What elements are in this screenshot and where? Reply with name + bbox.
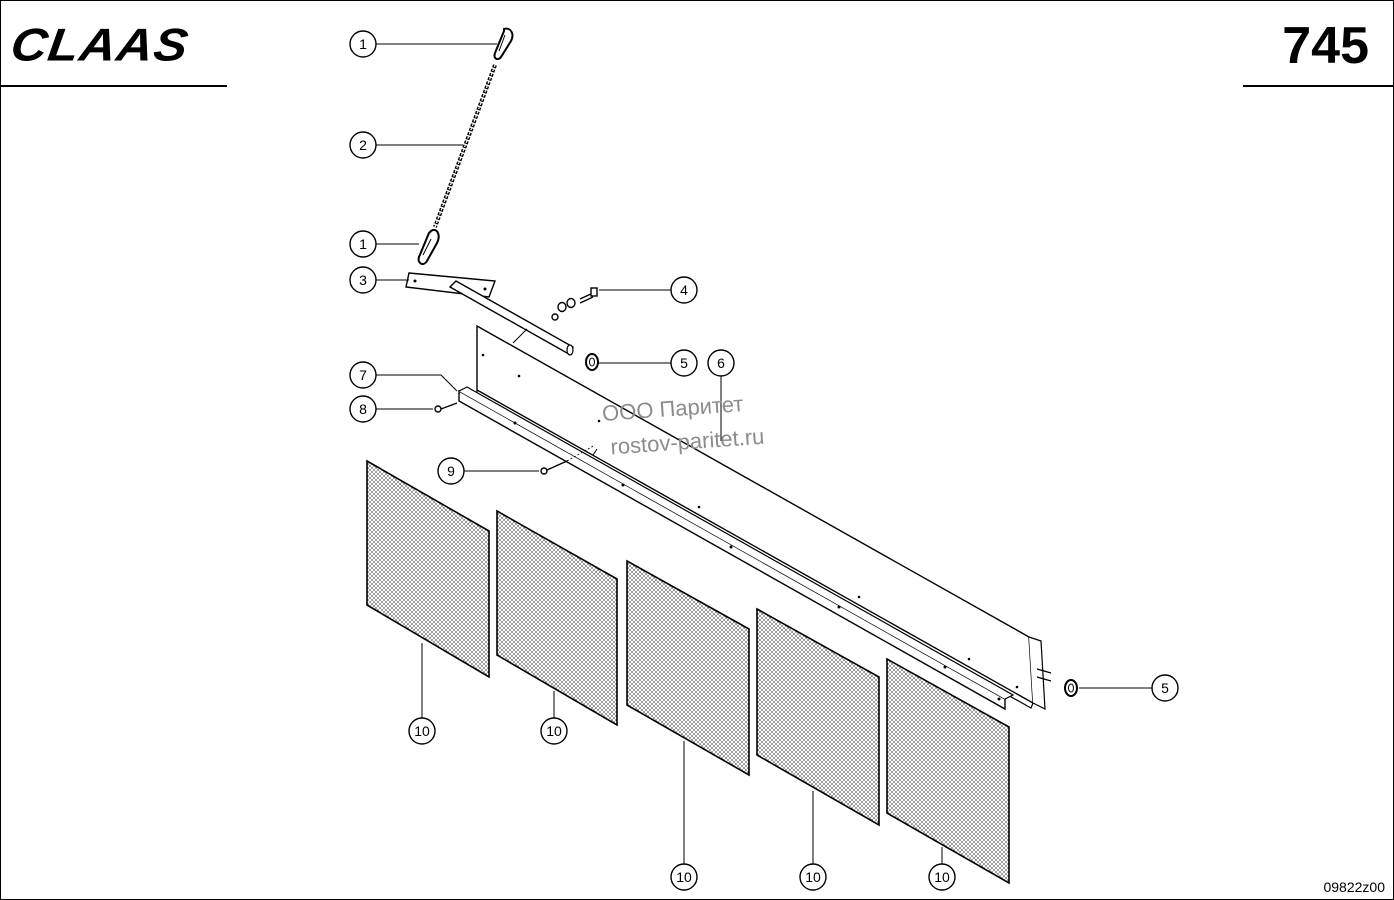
svg-text:1: 1 xyxy=(359,36,367,52)
mesh-panel-4 xyxy=(756,607,880,827)
callout-1-bottom: 1 xyxy=(349,230,377,258)
callout-10-panel-2: 10 xyxy=(540,717,568,745)
svg-text:10: 10 xyxy=(934,869,950,885)
svg-text:10: 10 xyxy=(546,723,562,739)
callout-10-panel-5: 10 xyxy=(928,863,956,891)
leader-lines xyxy=(376,43,1152,864)
svg-text:6: 6 xyxy=(717,355,725,371)
svg-text:10: 10 xyxy=(805,869,821,885)
callout-3: 3 xyxy=(349,266,377,294)
callouts: 1 2 1 3 4 5 6 7 8 9 5 10 xyxy=(349,30,1179,891)
svg-text:10: 10 xyxy=(414,723,430,739)
callout-6: 6 xyxy=(707,349,735,377)
mesh-panel-1 xyxy=(366,459,490,679)
shackle-bottom xyxy=(417,229,440,265)
svg-text:2: 2 xyxy=(359,137,367,153)
screw-8 xyxy=(434,402,458,413)
shackle-top xyxy=(493,27,514,61)
screw-9 xyxy=(540,444,596,475)
svg-text:10: 10 xyxy=(676,869,692,885)
angle-strip xyxy=(458,386,1015,711)
header-rule-right xyxy=(1243,85,1393,87)
bracket-assembly xyxy=(405,272,575,356)
callout-5-top: 5 xyxy=(670,349,698,377)
page-number: 745 xyxy=(1282,17,1369,75)
callout-7: 7 xyxy=(349,361,377,389)
svg-text:1: 1 xyxy=(359,236,367,252)
callout-10-panel-1: 10 xyxy=(408,717,436,745)
callout-8: 8 xyxy=(349,395,377,423)
chain-assembly xyxy=(417,27,514,265)
mesh-panels xyxy=(366,459,1010,885)
baffle-plate xyxy=(476,324,1052,711)
svg-text:7: 7 xyxy=(359,367,367,383)
svg-text:8: 8 xyxy=(359,401,367,417)
callout-10-panel-3: 10 xyxy=(670,863,698,891)
bracket-tube xyxy=(448,280,575,354)
callout-4: 4 xyxy=(670,276,698,304)
callout-1-top: 1 xyxy=(349,30,377,58)
svg-text:9: 9 xyxy=(447,463,455,479)
mesh-panel-5 xyxy=(886,657,1010,885)
callout-10-panel-4: 10 xyxy=(799,863,827,891)
bracket-plate xyxy=(405,272,496,298)
bolt-set xyxy=(551,287,598,321)
svg-text:5: 5 xyxy=(1161,680,1169,696)
callout-2: 2 xyxy=(349,131,377,159)
mesh-panel-3 xyxy=(626,559,750,777)
svg-text:4: 4 xyxy=(680,282,688,298)
header-rule-left xyxy=(1,85,227,87)
watermark: ООО Паритет rostov-paritet.ru xyxy=(601,386,765,465)
callout-9: 9 xyxy=(437,457,465,485)
callout-5-bottom: 5 xyxy=(1151,674,1179,702)
drawing-id: 09822z00 xyxy=(1323,879,1385,895)
svg-text:5: 5 xyxy=(680,355,688,371)
mesh-panel-2 xyxy=(496,509,618,727)
svg-text:3: 3 xyxy=(359,272,367,288)
